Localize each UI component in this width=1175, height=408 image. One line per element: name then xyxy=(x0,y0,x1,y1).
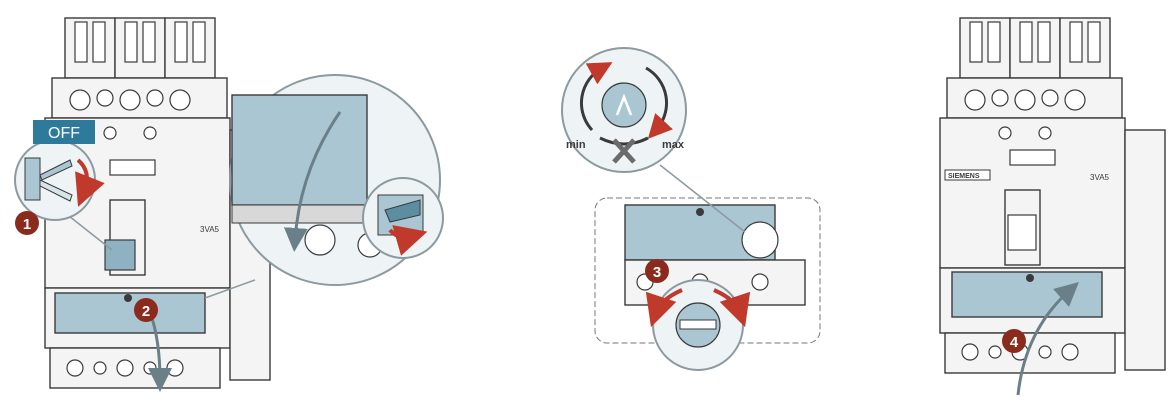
model-label-3: 3VA5 xyxy=(1090,173,1110,182)
top-terminals-right xyxy=(946,17,1123,119)
bottom-terminals-right xyxy=(944,332,1116,374)
step-badge-3: 3 xyxy=(645,259,669,283)
panel-breaker-closed: SIEMENS 3VA5 4 xyxy=(939,17,1166,396)
svg-text:4: 4 xyxy=(1010,334,1019,351)
rotate-min-icon xyxy=(579,62,613,132)
panel-breaker-open: 3VA5 OFF 1 xyxy=(14,17,444,392)
bottom-terminals xyxy=(49,347,221,389)
brand-label: SIEMENS xyxy=(948,173,980,180)
svg-text:2: 2 xyxy=(142,303,150,320)
model-label-1: 3VA5 xyxy=(200,225,220,234)
min-label: min xyxy=(566,139,586,151)
off-badge xyxy=(33,120,95,144)
svg-text:1: 1 xyxy=(23,216,31,233)
slide-down-arrow-icon xyxy=(283,111,342,252)
step-badge-1: 1 xyxy=(15,211,39,235)
turn-left-arrow-icon xyxy=(645,288,683,328)
top-terminals xyxy=(51,17,228,119)
rotate-max-icon xyxy=(645,66,673,139)
cover-zoom xyxy=(204,74,444,299)
rotate-arrow-icon xyxy=(75,158,105,207)
release-arrow-icon xyxy=(388,225,428,256)
toggle-lever xyxy=(104,239,136,271)
off-label: OFF xyxy=(48,125,80,142)
cross-icon xyxy=(612,138,636,164)
turn-right-arrow-icon xyxy=(713,288,751,328)
step-badge-4: 4 xyxy=(1002,329,1026,353)
svg-text:3: 3 xyxy=(653,264,661,281)
toggle-housing xyxy=(109,199,146,276)
label-window xyxy=(109,159,156,176)
dial-knob xyxy=(601,82,647,128)
toggle-lever-right xyxy=(1007,214,1037,251)
max-label: max xyxy=(662,139,685,151)
step-badge-2: 2 xyxy=(134,298,158,322)
close-cover-arrow-icon xyxy=(1016,282,1079,396)
off-switch-zoom: OFF xyxy=(14,120,113,251)
accessory-cover xyxy=(54,292,206,334)
panel-adjust: min max 3 xyxy=(561,47,821,371)
